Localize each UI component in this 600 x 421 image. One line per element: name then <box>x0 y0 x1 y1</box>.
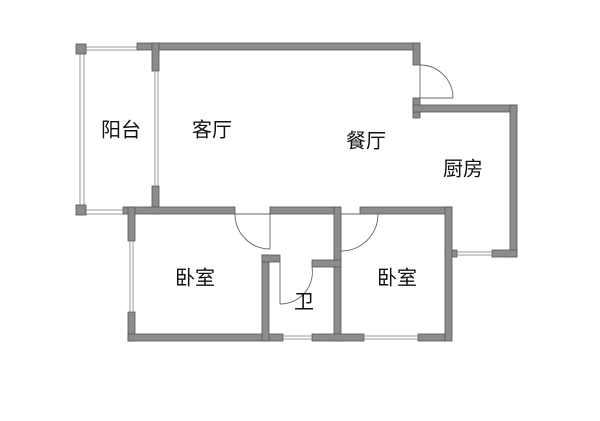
balcony-window-frame <box>79 46 140 215</box>
walls <box>122 42 518 342</box>
room-label-bedroom-right: 卧室 <box>377 266 417 290</box>
room-label-dining-room: 餐厅 <box>346 129 386 153</box>
doors <box>234 64 454 305</box>
windows <box>129 71 492 340</box>
balcony-post-bottom <box>75 204 87 216</box>
room-label-living-room: 客厅 <box>192 118 232 142</box>
room-label-kitchen: 厨房 <box>443 157 483 181</box>
balcony-post-top <box>75 43 87 55</box>
room-label-balcony: 阳台 <box>101 118 141 142</box>
room-label-bathroom: 卫 <box>294 290 314 314</box>
room-label-bedroom-left: 卧室 <box>175 266 215 290</box>
